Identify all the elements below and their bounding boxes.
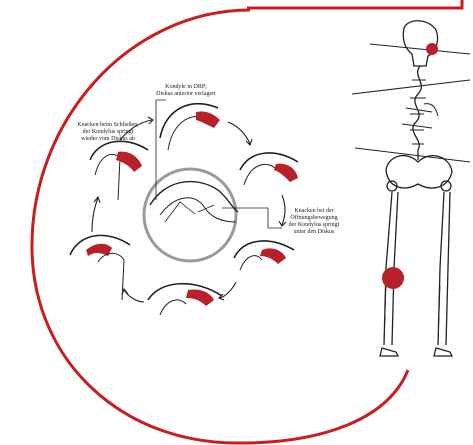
label-drp-line-2: Diskus anterior verlagert xyxy=(156,91,216,97)
joint-stage-right-upper xyxy=(240,153,298,185)
magnifier-circle-icon xyxy=(144,169,238,261)
label-closing-line-2: der Kondylus springt xyxy=(83,129,134,135)
knee-marker xyxy=(382,267,404,289)
label-opening-line-4: unter den Diskus xyxy=(294,229,335,235)
label-closing-line-3: wieder vom Diskus ab xyxy=(81,136,135,142)
skeleton-figure-icon xyxy=(352,21,470,356)
label-opening-line-1: Knacken bei der xyxy=(294,208,333,214)
label-opening-line-2: Öffnungsbewegung xyxy=(290,214,337,221)
joint-stage-bottom xyxy=(148,284,222,315)
label-closing-line-1: Knacken beim Schließen, xyxy=(77,121,139,128)
label-drp-line-1: Kondyle in DRP; xyxy=(165,84,207,90)
connector-opening xyxy=(222,208,282,228)
frame-arc xyxy=(32,10,408,443)
joint-stage-right-lower xyxy=(234,241,294,270)
skull-joint-marker xyxy=(426,43,438,55)
frame-top-bracket xyxy=(247,0,462,8)
label-opening-line-3: der Kondylus springt xyxy=(289,222,340,228)
connector-drp xyxy=(156,100,166,200)
joint-stage-top-left xyxy=(90,141,148,200)
joint-stage-top xyxy=(160,104,220,150)
joint-stage-left-lower xyxy=(70,235,130,300)
